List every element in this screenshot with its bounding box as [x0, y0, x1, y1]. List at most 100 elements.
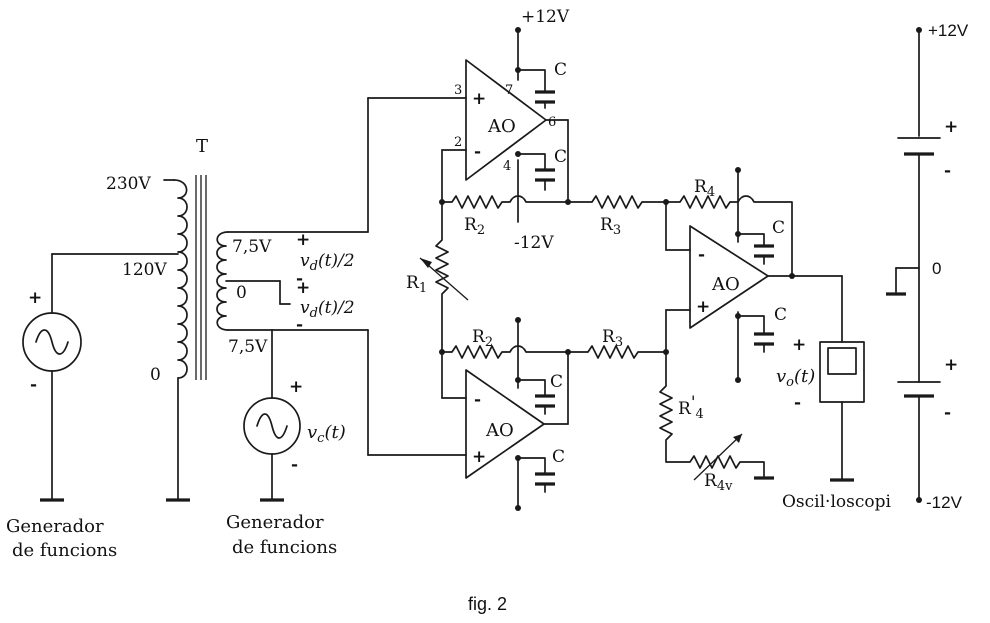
vo-v: v: [776, 366, 786, 387]
vo-sub: o: [786, 375, 794, 390]
svg-text:R'4: R'4: [678, 393, 704, 422]
opamp-right-label: AO: [711, 274, 740, 295]
differential-labels: vd(t)/2 vd(t)/2 + - + -: [296, 230, 355, 335]
gen-mid-minus: -: [291, 455, 298, 475]
r2-bottom-r: R: [472, 327, 486, 347]
transformer-name: T: [196, 136, 208, 157]
pin-7: 7: [505, 83, 513, 98]
r3-bottom-r: R: [602, 327, 616, 347]
osc-plus: +: [792, 335, 806, 355]
r4v-sub: 4v: [717, 479, 733, 494]
primary-230v: 230V: [106, 174, 151, 194]
r4-sub: 4: [707, 185, 715, 200]
r1-sub: 1: [419, 281, 427, 296]
cap-c-5: C: [772, 218, 785, 238]
gen-left-minus: -: [30, 375, 37, 395]
primary-120v: 120V: [122, 260, 167, 280]
gen-mid-plus: +: [289, 377, 303, 397]
figure-caption: fig. 2: [468, 594, 507, 614]
opamp-right-minus: -: [698, 245, 705, 265]
cap-c-4: C: [552, 447, 565, 467]
svg-text:vo(t): vo(t): [776, 366, 815, 390]
r1-r: R: [406, 273, 420, 293]
svg-text:vd(t)/2: vd(t)/2: [300, 298, 355, 321]
opamp-bottom: AO - +: [465, 369, 545, 479]
power-supply: +12V + - 0 + - -12V: [886, 21, 969, 512]
opamp-top-minus: -: [474, 142, 481, 162]
opamp-top-label: AO: [487, 116, 516, 137]
ps-plus-1: +: [944, 117, 958, 137]
svg-text:R2: R2: [472, 327, 493, 350]
ps-top: +12V: [928, 21, 969, 40]
pin-6: 6: [548, 115, 556, 130]
r4p-sub: 4: [696, 407, 704, 422]
r4-r: R: [694, 177, 708, 197]
ps-bottom: -12V: [926, 493, 963, 512]
opamp-bottom-label: AO: [485, 420, 514, 441]
vd-bottom-sub: d: [310, 306, 318, 321]
oscilloscope: + - vo(t) Oscil·loscopi: [776, 275, 891, 512]
svg-text:vd(t)/2: vd(t)/2: [300, 251, 355, 274]
osc-minus: -: [794, 393, 801, 413]
transformer: T 230V 120V 0 7,5V 0 7,5V: [106, 136, 272, 502]
r4p-r: R: [678, 399, 692, 419]
svg-text:R4: R4: [694, 177, 715, 200]
svg-text:R1: R1: [406, 273, 427, 296]
ps-plus-2: +: [944, 355, 958, 375]
secondary-bottom-7-5v: 7,5V: [228, 337, 268, 357]
svg-text:R4v: R4v: [704, 471, 733, 494]
osc-label: Oscil·loscopi: [782, 492, 891, 512]
vc-t: (t): [324, 422, 345, 443]
gen-left-label-1: Generador: [6, 516, 104, 537]
ps-minus-2: -: [944, 403, 951, 423]
gen-left-label-2: de funcions: [12, 540, 117, 561]
gen-mid-label-2: de funcions: [232, 537, 337, 558]
r2-bottom-sub: 2: [485, 335, 493, 350]
svg-text:R3: R3: [600, 215, 621, 238]
cap-c-6: C: [774, 305, 787, 325]
r2-top-sub: 2: [477, 223, 485, 238]
cap-c-1: C: [554, 60, 567, 80]
function-generator-middle: + - vc(t) Generador de funcions: [226, 329, 346, 558]
r3-top-r: R: [600, 215, 614, 235]
pin-2: 2: [454, 135, 462, 150]
pin-4: 4: [503, 159, 511, 174]
vc-v: v: [307, 422, 317, 443]
vd-minus-bottom: -: [296, 315, 303, 335]
opamp-right-plus: +: [696, 297, 710, 317]
vd-plus-top: +: [296, 230, 310, 250]
r4v-r: R: [704, 471, 718, 491]
vd-bottom-rest: (t)/2: [318, 298, 355, 318]
primary-0: 0: [150, 365, 161, 385]
r3-bottom-sub: 3: [615, 335, 623, 350]
vc-sub: c: [317, 431, 325, 446]
vd-top-sub: d: [310, 259, 318, 274]
opamp-top: AO + - 3 2 7 4 6: [454, 59, 556, 181]
opamp-top-plus: +: [472, 89, 486, 109]
svg-text:R2: R2: [464, 215, 485, 238]
opamp-bottom-minus: -: [474, 390, 481, 410]
vd-top-v: v: [300, 251, 310, 271]
function-generator-left: + - Generador de funcions: [6, 253, 117, 561]
ps-minus-1: -: [944, 161, 951, 181]
pin-3: 3: [454, 83, 462, 98]
vo-rest: (t): [794, 366, 815, 387]
gen-left-plus: +: [28, 288, 42, 308]
opamp-bottom-plus: +: [472, 447, 486, 467]
opamp-top-supply-pos: +12V: [521, 7, 570, 27]
svg-text:R3: R3: [602, 327, 623, 350]
vd-plus-bottom: +: [296, 278, 310, 298]
cap-c-2: C: [554, 147, 567, 167]
gen-mid-label-1: Generador: [226, 512, 324, 533]
vd-minus-top: -: [296, 269, 303, 289]
ps-mid: 0: [932, 259, 941, 278]
secondary-top-7-5v: 7,5V: [232, 237, 272, 257]
svg-text:vc(t): vc(t): [307, 422, 346, 446]
opamp-top-supply-neg: -12V: [514, 233, 554, 253]
vd-top-rest: (t)/2: [318, 251, 355, 271]
r3-top-sub: 3: [613, 223, 621, 238]
r4p-mark: ': [691, 393, 696, 413]
vd-bottom-v: v: [300, 298, 310, 318]
